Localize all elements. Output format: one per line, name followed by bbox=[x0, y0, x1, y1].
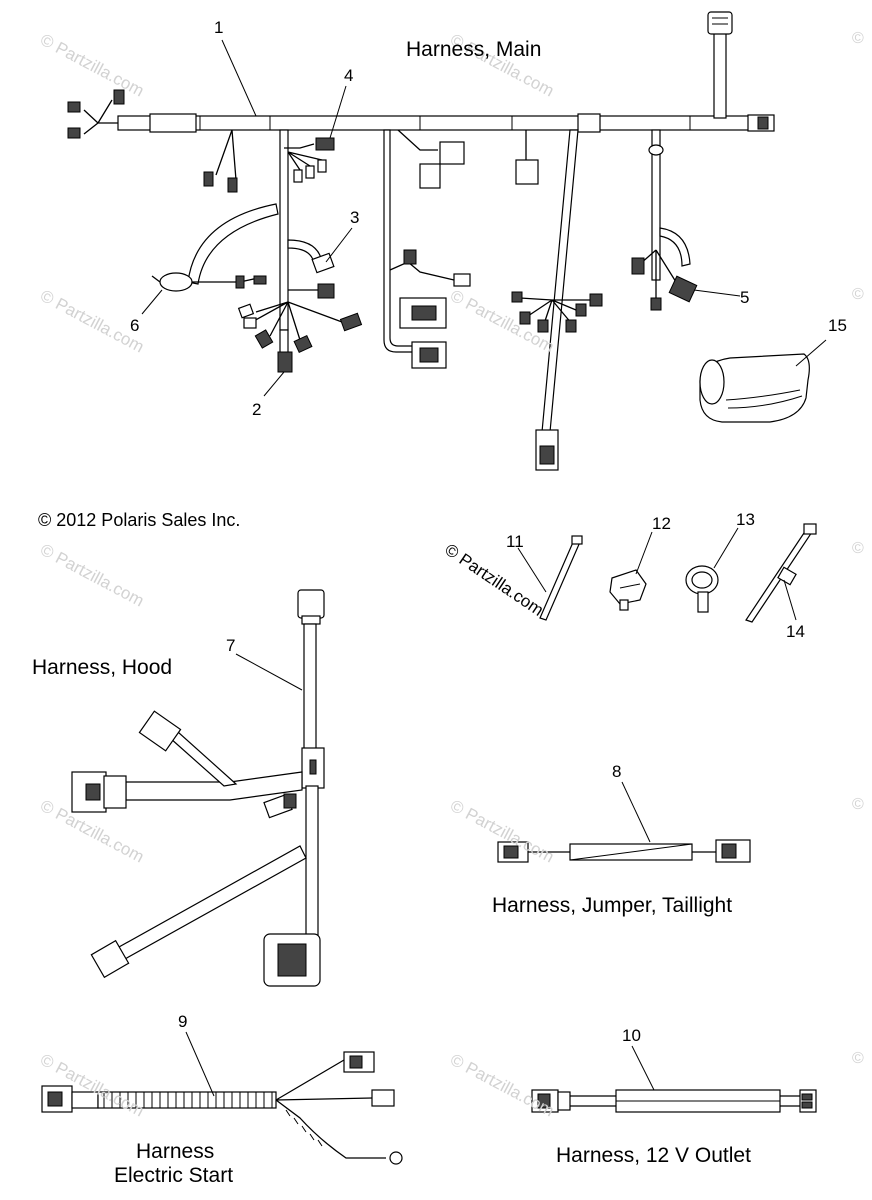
hood-harness-drawing bbox=[71, 589, 325, 987]
connector-icon bbox=[668, 275, 698, 303]
watermark-corner: © bbox=[852, 1050, 864, 1067]
callout-15: 15 bbox=[828, 316, 847, 335]
callout-5: 5 bbox=[740, 288, 750, 307]
title-harness-start-line1: Harness bbox=[136, 1140, 215, 1163]
callout-1: 1 bbox=[214, 18, 224, 37]
callout-8: 8 bbox=[612, 762, 622, 781]
electric-start-harness-drawing bbox=[41, 1051, 403, 1165]
connector-icon bbox=[113, 89, 125, 105]
connector-icon bbox=[90, 939, 130, 979]
cable-tie-icon bbox=[539, 539, 581, 621]
callout-leaders bbox=[141, 39, 827, 1097]
watermark-corner: © bbox=[852, 540, 864, 557]
title-harness-start-line2: Electric Start bbox=[114, 1164, 234, 1187]
title-harness-outlet: Harness, 12 V Outlet bbox=[556, 1144, 751, 1167]
connector-icon bbox=[317, 283, 335, 299]
main-harness-drawing bbox=[67, 11, 775, 471]
connector-icon bbox=[67, 127, 81, 139]
callout-9: 9 bbox=[178, 1012, 188, 1031]
conduit-drawing bbox=[699, 353, 810, 423]
watermark-corner: © bbox=[852, 796, 864, 813]
connector-icon bbox=[707, 11, 733, 35]
watermark-corner: © bbox=[852, 30, 864, 47]
copyright-notice: © 2012 Polaris Sales Inc. bbox=[38, 510, 241, 530]
jumper-harness-drawing bbox=[497, 839, 751, 863]
small-hardware-drawing bbox=[539, 523, 817, 623]
connector-icon bbox=[297, 589, 325, 619]
title-harness-main: Harness, Main bbox=[406, 38, 542, 61]
callout-14: 14 bbox=[786, 622, 805, 641]
connector-icon bbox=[515, 159, 539, 185]
callout-10: 10 bbox=[622, 1026, 641, 1045]
title-harness-jumper: Harness, Jumper, Taillight bbox=[492, 894, 733, 917]
main-harness-trunk bbox=[117, 115, 759, 131]
callout-3: 3 bbox=[350, 208, 360, 227]
connector-icon bbox=[67, 101, 81, 113]
outlet-harness-drawing bbox=[531, 1089, 817, 1113]
callout-7: 7 bbox=[226, 636, 236, 655]
connector-icon bbox=[138, 710, 182, 752]
callout-4: 4 bbox=[344, 66, 354, 85]
watermark-corner: © bbox=[852, 286, 864, 303]
clip-icon bbox=[609, 569, 647, 605]
connector-icon bbox=[439, 141, 465, 165]
callout-12: 12 bbox=[652, 514, 671, 533]
connector-icon bbox=[315, 137, 335, 151]
connector-icon bbox=[419, 163, 441, 189]
callout-11: 11 bbox=[506, 532, 524, 551]
title-harness-hood: Harness, Hood bbox=[32, 656, 173, 679]
callout-2: 2 bbox=[252, 400, 262, 419]
callout-6: 6 bbox=[130, 316, 140, 335]
connector-icon bbox=[277, 351, 293, 373]
callout-13: 13 bbox=[736, 510, 755, 529]
